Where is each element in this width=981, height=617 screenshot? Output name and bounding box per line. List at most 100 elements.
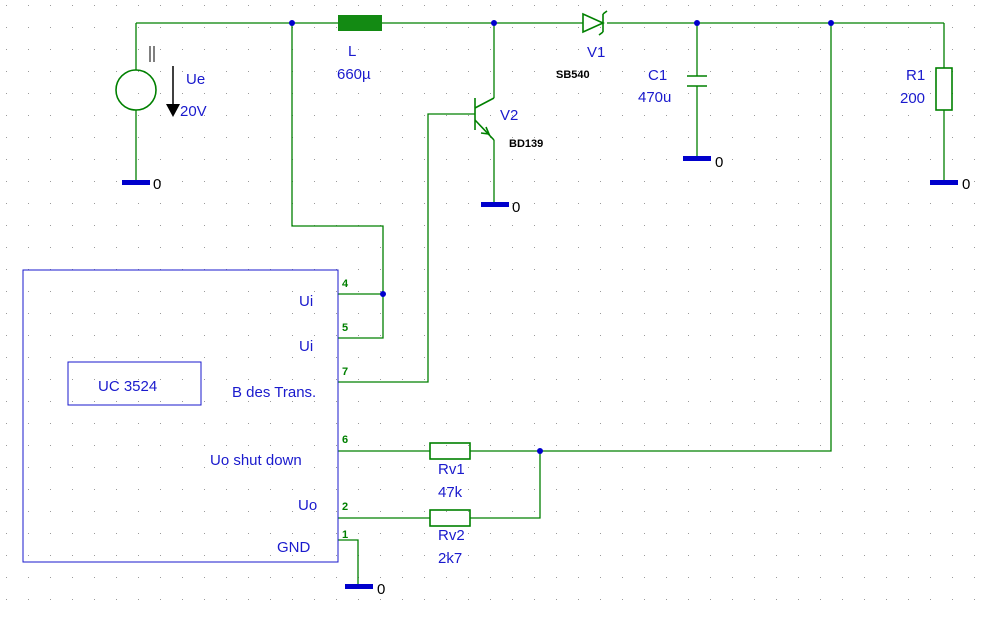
grid-dot: [776, 533, 777, 534]
capacitor-symbol[interactable]: [687, 75, 707, 87]
junction: [828, 20, 834, 26]
grid-dot: [666, 269, 667, 270]
grid-dot: [622, 599, 623, 600]
grid-dot: [72, 533, 73, 534]
grid-dot: [798, 379, 799, 380]
grid-dot: [776, 247, 777, 248]
load-resistor-symbol[interactable]: [935, 67, 953, 111]
grid-dot: [710, 247, 711, 248]
grid-dot: [798, 357, 799, 358]
grid-dot: [336, 115, 337, 116]
grid-dot: [578, 225, 579, 226]
grid-dot: [424, 181, 425, 182]
inductor-name: L: [348, 43, 356, 60]
grid-dot: [50, 247, 51, 248]
grid-dot: [930, 27, 931, 28]
grid-dot: [358, 5, 359, 6]
grid-dot: [534, 335, 535, 336]
grid-dot: [710, 115, 711, 116]
grid-dot: [138, 49, 139, 50]
ground-icon: [481, 202, 509, 207]
grid-dot: [820, 577, 821, 578]
grid-dot: [710, 71, 711, 72]
grid-dot: [842, 423, 843, 424]
grid-dot: [358, 269, 359, 270]
rv2-resistor-symbol[interactable]: [429, 509, 471, 527]
grid-dot: [468, 511, 469, 512]
grid-dot: [534, 379, 535, 380]
grid-dot: [248, 247, 249, 248]
ic-block[interactable]: [22, 269, 339, 563]
grid-dot: [94, 357, 95, 358]
grid-dot: [94, 489, 95, 490]
grid-dot: [270, 225, 271, 226]
grid-dot: [622, 577, 623, 578]
grid-dot: [974, 225, 975, 226]
grid-dot: [446, 445, 447, 446]
grid-dot: [710, 533, 711, 534]
grid-dot: [424, 5, 425, 6]
grid-dot: [116, 555, 117, 556]
grid-dot: [292, 577, 293, 578]
grid-dot: [710, 269, 711, 270]
grid-dot: [138, 445, 139, 446]
grid-dot: [226, 357, 227, 358]
grid-dot: [842, 27, 843, 28]
grid-dot: [446, 335, 447, 336]
grid-dot: [600, 555, 601, 556]
grid-dot: [622, 555, 623, 556]
grid-dot: [644, 49, 645, 50]
grid-dot: [226, 313, 227, 314]
grid-dot: [314, 511, 315, 512]
grid-dot: [424, 27, 425, 28]
grid-dot: [732, 533, 733, 534]
grid-dot: [248, 181, 249, 182]
grid-dot: [50, 401, 51, 402]
grid-dot: [622, 335, 623, 336]
grid-dot: [402, 577, 403, 578]
grid-dot: [94, 203, 95, 204]
grid-dot: [688, 599, 689, 600]
transistor-symbol[interactable]: [474, 97, 495, 141]
rv1-resistor-symbol[interactable]: [429, 442, 471, 460]
grid-dot: [578, 533, 579, 534]
grid-dot: [886, 291, 887, 292]
grid-dot: [732, 71, 733, 72]
grid-dot: [28, 555, 29, 556]
grid-dot: [160, 599, 161, 600]
grid-dot: [314, 313, 315, 314]
grid-dot: [578, 423, 579, 424]
grid-dot: [688, 225, 689, 226]
grid-dot: [820, 27, 821, 28]
grid-dot: [248, 511, 249, 512]
grid-dot: [974, 555, 975, 556]
grid-dot: [864, 159, 865, 160]
grid-dot: [688, 247, 689, 248]
grid-dot: [600, 335, 601, 336]
grid-dot: [512, 27, 513, 28]
grid-dot: [556, 423, 557, 424]
grid-dot: [754, 137, 755, 138]
grid-dot: [446, 467, 447, 468]
grid-dot: [842, 71, 843, 72]
grid-dot: [358, 313, 359, 314]
grid-dot: [116, 27, 117, 28]
grid-dot: [380, 357, 381, 358]
grid-dot: [666, 357, 667, 358]
grid-dot: [622, 225, 623, 226]
grid-dot: [556, 335, 557, 336]
inductor-symbol[interactable]: [338, 15, 382, 31]
grid-dot: [666, 555, 667, 556]
grid-dot: [182, 335, 183, 336]
grid-dot: [468, 401, 469, 402]
grid-dot: [666, 577, 667, 578]
diode-symbol[interactable]: [582, 10, 608, 36]
grid-dot: [94, 533, 95, 534]
grid-dot: [490, 401, 491, 402]
voltage-source-symbol[interactable]: [115, 46, 180, 117]
grid-dot: [138, 27, 139, 28]
grid-dot: [28, 93, 29, 94]
grid-dot: [578, 467, 579, 468]
grid-dot: [182, 533, 183, 534]
grid-dot: [28, 533, 29, 534]
